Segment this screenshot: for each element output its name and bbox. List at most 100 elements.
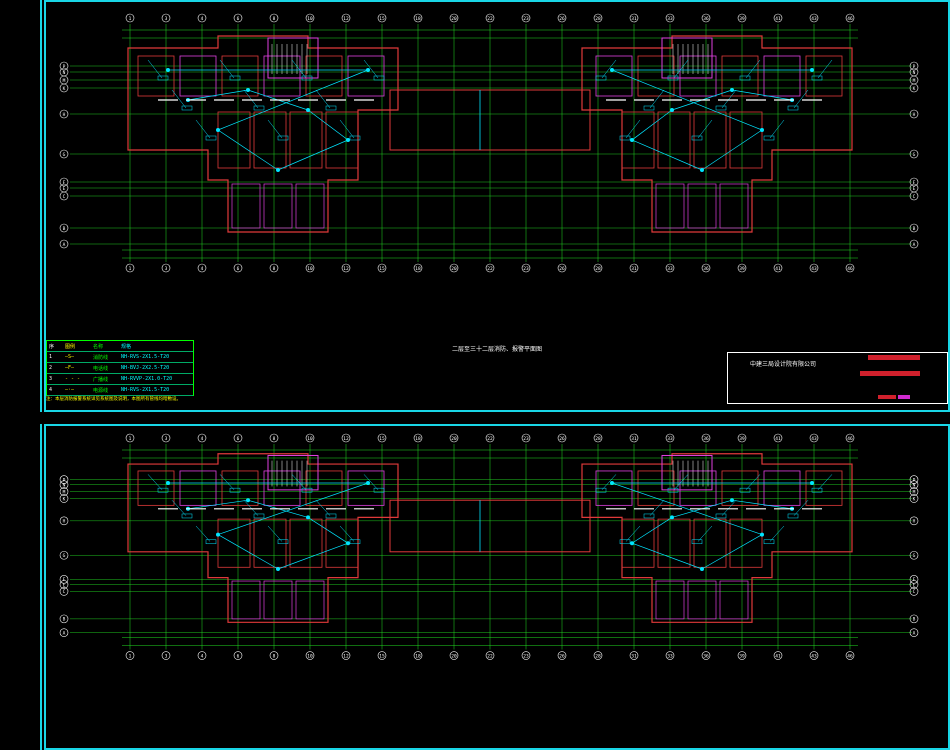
grid-bubble-label: F <box>913 577 916 583</box>
grid-bubble-label: 20 <box>451 266 457 272</box>
grid-bubble-right <box>909 83 919 93</box>
grid-bubble-label: 31 <box>631 16 637 22</box>
drawing-title: 二层至三十二层消防、报警平面图 <box>452 346 543 353</box>
grid-bubble-top <box>629 13 639 23</box>
grid-bubble-label: 22 <box>487 16 493 22</box>
grid-bubble-top <box>341 433 351 443</box>
grid-bubble-label: 3 <box>165 16 168 22</box>
grid-bubble-bottom <box>197 651 207 660</box>
grid-bubble-label: 33 <box>667 436 673 442</box>
grid-bubble-bottom <box>269 263 279 273</box>
room-outline <box>805 470 843 506</box>
wiring-run <box>631 542 703 570</box>
wiring-branch <box>339 119 355 139</box>
grid-bubble-label: A <box>913 630 916 636</box>
grid-bubble-bottom <box>737 263 747 273</box>
grid-bubble-bottom <box>845 651 855 660</box>
grid-bubble-top <box>593 433 603 443</box>
grid-bubble-top <box>305 433 315 443</box>
device-box <box>157 487 169 493</box>
building-outline <box>581 453 853 623</box>
device-box <box>739 75 751 81</box>
wiring-branch <box>601 474 617 491</box>
device-box <box>325 513 337 519</box>
grid-bubble-label: G <box>913 553 916 559</box>
device-box <box>763 539 775 545</box>
grid-bubble-label: 31 <box>631 266 637 272</box>
grid-bubble-label: 28 <box>595 266 601 272</box>
wiring-run <box>631 109 673 141</box>
grid-bubble-label: 43 <box>811 653 817 659</box>
wiring-branch <box>697 119 713 139</box>
grid-bubble-label: 18 <box>415 653 421 659</box>
grid-bubble-label: 39 <box>739 653 745 659</box>
device-box <box>253 513 265 519</box>
grid-bubble-label: 8 <box>273 436 276 442</box>
left-title-strip-bottom <box>0 424 42 750</box>
building-outline <box>127 35 399 233</box>
grid-bubble-label: K <box>913 86 916 92</box>
grid-bubble-top <box>413 433 423 443</box>
grid-bubble-left <box>59 109 69 119</box>
wiring-branch <box>793 500 809 516</box>
grid-bubble-label: H <box>913 519 916 525</box>
room-outline <box>763 470 801 506</box>
device-box <box>181 105 193 111</box>
wiring-branch <box>291 474 307 491</box>
grid-bubble-label: 10 <box>307 653 313 659</box>
wiring-branch <box>147 59 163 79</box>
room-outline <box>693 518 727 568</box>
wiring-run <box>187 89 249 101</box>
grid-bubble-label: 43 <box>811 266 817 272</box>
grid-bubble-label: 43 <box>811 16 817 22</box>
device-box <box>277 135 289 141</box>
wiring-branch <box>363 59 379 79</box>
wiring-run <box>277 139 349 171</box>
grid-bubble-label: 26 <box>559 16 565 22</box>
wiring-branch <box>243 89 259 109</box>
grid-bubble-bottom <box>269 651 279 660</box>
grid-bubble-right <box>909 480 919 490</box>
stair-core <box>267 37 319 79</box>
grid-bubble-top <box>197 13 207 23</box>
grid-bubble-bottom <box>521 263 531 273</box>
grid-bubble-bottom <box>773 651 783 660</box>
grid-bubble-label: 43 <box>811 436 817 442</box>
room-outline <box>655 580 685 620</box>
grid-bubble-label: F <box>913 180 916 186</box>
grid-bubble-top <box>125 433 135 443</box>
grid-bubble-right <box>909 223 919 233</box>
grid-bubble-label: 8 <box>273 16 276 22</box>
grid-bubble-top <box>161 13 171 23</box>
wiring-run <box>187 499 249 510</box>
grid-bubble-label: N <box>913 483 916 489</box>
grid-bubble-left <box>59 614 69 624</box>
grid-bubble-top <box>233 13 243 23</box>
grid-bubble-right <box>909 587 919 596</box>
grid-bubble-label: 46 <box>847 16 853 22</box>
grid-bubble-bottom <box>809 263 819 273</box>
grid-bubble-left <box>59 587 69 596</box>
grid-bubble-label: A <box>63 630 66 636</box>
grid-bubble-label: 36 <box>703 16 709 22</box>
grid-bubble-bottom <box>197 263 207 273</box>
grid-bubble-top <box>701 433 711 443</box>
wiring-run <box>631 139 703 171</box>
room-outline <box>687 580 717 620</box>
grid-bubble-label: G <box>913 152 916 158</box>
grid-bubble-label: 1 <box>129 266 132 272</box>
legend-header: 序图例名称规格 <box>47 341 193 352</box>
grid-bubble-label: 23 <box>523 653 529 659</box>
grid-bubble-label: 22 <box>487 653 493 659</box>
grid-bubble-left <box>59 475 69 484</box>
grid-bubble-right <box>909 191 919 201</box>
device-box <box>229 75 241 81</box>
wiring-branch <box>721 500 737 516</box>
grid-bubble-bottom <box>665 651 675 660</box>
grid-bubble-bottom <box>125 263 135 273</box>
grid-bubble-label: 41 <box>775 16 781 22</box>
grid-bubble-label: 41 <box>775 653 781 659</box>
building-outline <box>127 453 399 623</box>
grid-bubble-label: 28 <box>595 16 601 22</box>
